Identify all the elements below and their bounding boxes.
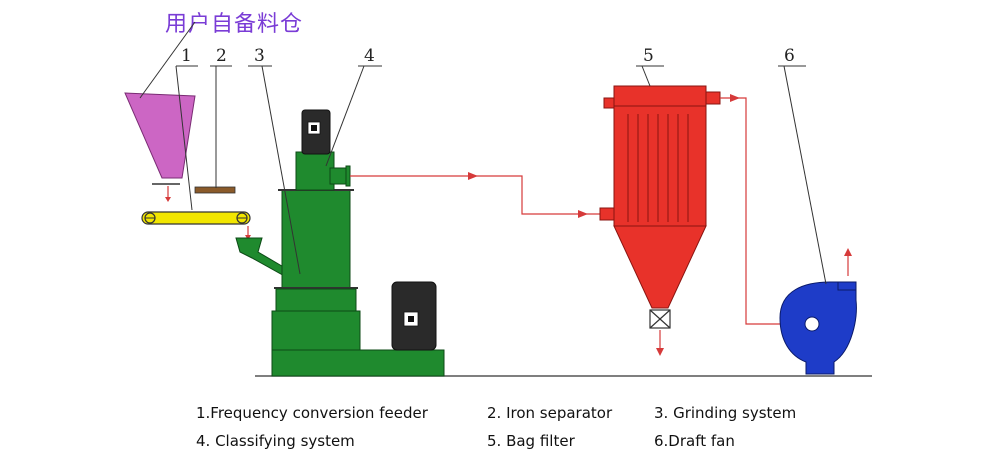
legend-item-2: 2. Iron separator — [487, 404, 613, 422]
discharge-arrow-head — [656, 348, 664, 356]
pipe-arrow-1 — [468, 172, 478, 180]
hopper-arrow-head — [165, 197, 171, 202]
callout-6-label: 6 — [784, 46, 795, 66]
classifier-outlet-flange — [345, 165, 351, 187]
legend-item-3: 3. Grinding system — [654, 404, 797, 422]
pipe-filter-to-fan — [720, 97, 800, 325]
bag-filter-vent — [603, 97, 615, 109]
callout-4: 4 — [325, 46, 382, 167]
callout-3-label: 3 — [254, 46, 265, 66]
rotary-valve-cross-2 — [649, 309, 671, 329]
bag-filter-cone — [613, 225, 707, 309]
callout-1-label: 1 — [181, 46, 192, 66]
bag-filter-inlet — [599, 207, 615, 221]
hopper — [124, 92, 196, 179]
grinding-mill-lower-ring — [275, 288, 357, 312]
callout-4-label: 4 — [364, 46, 375, 66]
callout-1: 1 — [175, 46, 198, 211]
fan-exhaust-arrow-head — [844, 248, 852, 256]
callout-6: 6 — [778, 46, 827, 285]
callout-5-label: 5 — [643, 46, 654, 66]
hopper-title: 用户自备料仓 — [165, 12, 304, 37]
pipe-arrow-2 — [578, 210, 588, 218]
callout-3: 3 — [248, 46, 301, 275]
legend-item-6: 6.Draft fan — [654, 432, 735, 450]
callout-5: 5 — [636, 46, 664, 87]
draft-fan-outlet — [837, 281, 857, 291]
pipe-arrow-3 — [730, 94, 740, 102]
bag-filter-top — [613, 85, 707, 107]
grinding-mill-body — [281, 189, 351, 289]
bag-filter-outlet — [705, 91, 721, 105]
classifier-outlet — [329, 167, 347, 185]
legend-item-1: 1.Frequency conversion feeder — [196, 404, 428, 422]
iron-separator — [194, 186, 236, 194]
legend-item-4: 4. Classifying system — [196, 432, 355, 450]
classifier-body — [295, 151, 335, 191]
legend-item-5: 5. Bag filter — [487, 432, 575, 450]
callout-2-label: 2 — [216, 46, 227, 66]
classifier-motor-terminal-core — [311, 125, 317, 131]
grinding-base-platform — [271, 349, 445, 377]
draft-fan-hub — [804, 316, 820, 332]
main-motor-terminal-core — [408, 316, 414, 322]
feeder-conveyor — [141, 211, 251, 225]
callout-2: 2 — [210, 46, 232, 188]
hopper-leader-line — [139, 21, 196, 99]
grinding-mill-base — [271, 310, 361, 352]
pipe-classifier-to-filter — [350, 175, 600, 215]
bag-filter-body — [613, 105, 707, 227]
